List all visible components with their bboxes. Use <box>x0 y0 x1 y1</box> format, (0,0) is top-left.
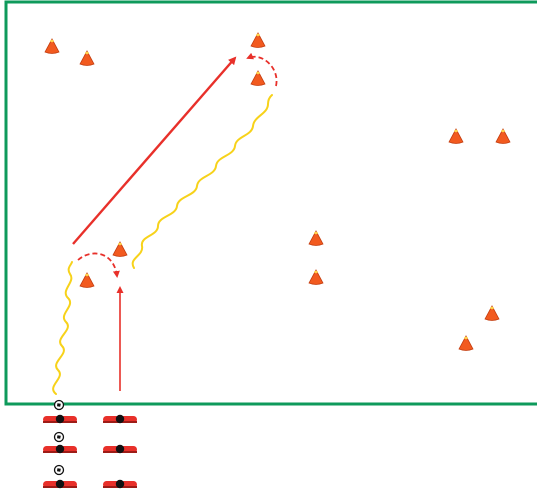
training-cone-icon <box>449 129 463 144</box>
training-cone-icon <box>309 231 323 246</box>
training-cone-icon <box>80 51 94 66</box>
training-cone-icon <box>251 71 265 86</box>
training-cone-icon <box>485 306 499 321</box>
soccer-ball-icon <box>55 466 64 475</box>
balls <box>55 401 64 475</box>
diagonal-pass-arrow <box>73 58 235 244</box>
training-cone-icon <box>459 336 473 351</box>
training-cone-icon <box>45 39 59 54</box>
player-icon <box>43 445 77 453</box>
cones <box>45 33 510 351</box>
training-cone-icon <box>113 242 127 257</box>
players <box>43 415 137 488</box>
dribble-path-diagonal <box>133 95 272 268</box>
soccer-ball-icon <box>55 401 64 410</box>
training-cone-icon <box>80 273 94 288</box>
training-cone-icon <box>496 129 510 144</box>
curved-run-arrow-bottom <box>78 253 117 276</box>
dribble-path-left <box>53 262 72 394</box>
player-icon <box>103 445 137 453</box>
arrows <box>73 57 277 391</box>
player-icon <box>103 415 137 423</box>
soccer-ball-icon <box>55 433 64 442</box>
training-cone-icon <box>251 33 265 48</box>
training-cone-icon <box>309 270 323 285</box>
player-icon <box>103 480 137 488</box>
player-icon <box>43 480 77 488</box>
player-icon <box>43 415 77 423</box>
